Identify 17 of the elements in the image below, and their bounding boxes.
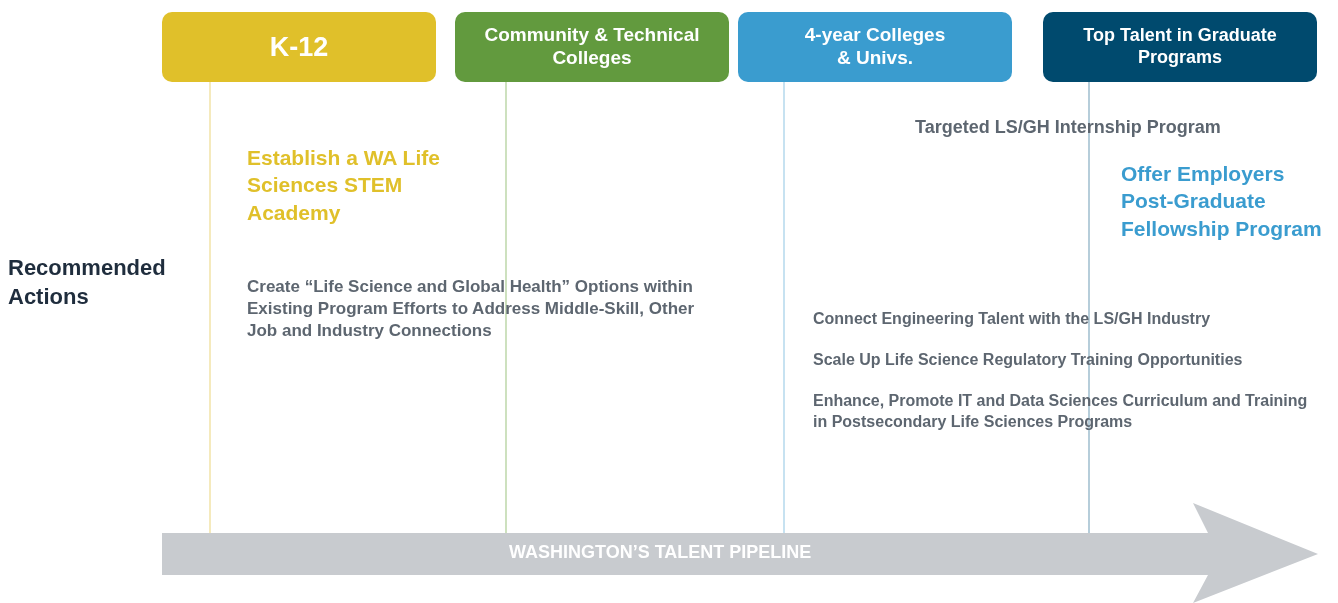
- action-text: Enhance, Promote IT and Data Sciences Curriculum and Training in Postsecondary Life Sciences Programs: [813, 391, 1308, 432]
- stage-box: K-12: [162, 12, 436, 82]
- stage-box: 4-year Colleges & Univs.: [738, 12, 1012, 82]
- action-text: Scale Up Life Science Regulatory Training Opportunities: [813, 350, 1244, 370]
- stage-box: Top Talent in Graduate Programs: [1043, 12, 1317, 82]
- action-text: Targeted LS/GH Internship Program: [915, 116, 1222, 139]
- connector-line: [1088, 81, 1090, 534]
- connector-line: [783, 81, 785, 534]
- stage-box: Community & Technical Colleges: [455, 12, 729, 82]
- action-text: Create “Life Science and Global Health” Options within Existing Program Efforts to Address Middle-Skill, Other Job and Industry Connections: [247, 276, 696, 343]
- action-text: Connect Engineering Talent with the LS/GH Industry: [813, 309, 1212, 329]
- action-text: Offer Employers Post-Graduate Fellowship Program: [1121, 161, 1323, 242]
- row-heading: Recommended Actions: [8, 254, 167, 311]
- action-text: Establish a WA Life Sciences STEM Academy: [247, 145, 441, 226]
- pipeline-arrow: [162, 503, 1318, 603]
- connector-line: [209, 81, 211, 534]
- connector-line: [505, 81, 507, 534]
